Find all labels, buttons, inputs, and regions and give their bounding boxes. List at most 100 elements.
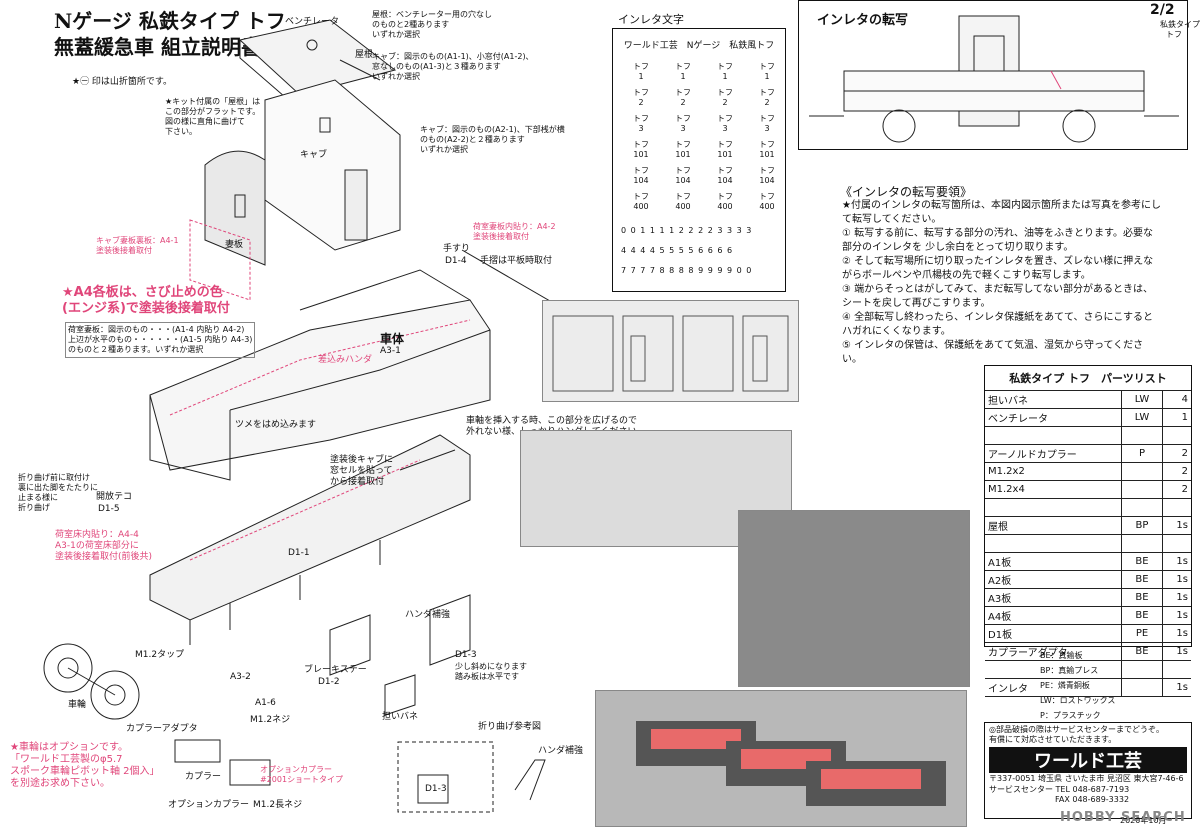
parts-code: BE bbox=[1121, 588, 1163, 607]
label-option-note: オプションカプラー #2001ショートタイプ bbox=[260, 765, 344, 784]
label-body-code: A3-1 bbox=[380, 346, 401, 356]
photo-underframe-closeup bbox=[738, 510, 970, 687]
parts-qty: 1 bbox=[1162, 408, 1191, 427]
parts-qty: 1s bbox=[1162, 642, 1191, 661]
parts-code: BE bbox=[1121, 606, 1163, 625]
inlet-cell: トフ 104 bbox=[759, 166, 775, 185]
parts-row bbox=[985, 498, 1191, 517]
inlet-cell: トフ 104 bbox=[717, 166, 733, 185]
note-a4-paint: ★A4各板は、さび止めの色 (エンジ系)で塗装後接着取付 bbox=[62, 285, 230, 316]
label-tsume: ツメをはめ込みます bbox=[235, 420, 317, 430]
parts-qty: 2 bbox=[1162, 444, 1191, 463]
parts-name: カプラーアダプタ bbox=[985, 642, 1122, 661]
parts-code: BE bbox=[1121, 552, 1163, 571]
label-handa-hokyo: ハンダ補強 bbox=[405, 610, 451, 620]
parts-code bbox=[1121, 462, 1163, 481]
inlet-cell: トフ 2 bbox=[759, 88, 775, 107]
parts-name: ベンチレータ bbox=[985, 408, 1122, 427]
parts-code bbox=[1121, 426, 1163, 445]
parts-qty: 1s bbox=[1162, 516, 1191, 535]
parts-name: A3板 bbox=[985, 588, 1122, 607]
note-cab2: キャブ：図示のもの(A2-1)、下部桟が横 のもの(A2-2)と２種あります い… bbox=[420, 125, 565, 154]
note-cab-tsuma: キャブ妻板裏板：A4-1 塗装後接着取付 bbox=[96, 236, 179, 255]
note-wheel-option: ★車輪はオプションです。 「ワールド工芸製のφ5.7 スポーク車輪ピボット軸 2… bbox=[10, 742, 160, 789]
parts-name: D1板 bbox=[985, 624, 1122, 643]
legend-item: BE：真鍮板 bbox=[1040, 651, 1083, 660]
label-d1-2: D1-2 bbox=[318, 677, 340, 687]
inlet-title: インレタ文字 bbox=[618, 13, 684, 26]
parts-name bbox=[985, 660, 1122, 679]
parts-name: アーノルドカプラー bbox=[985, 444, 1122, 463]
parts-qty: 1s bbox=[1162, 678, 1191, 697]
inlet-digits1: 0 0 1 1 1 1 2 2 2 2 3 3 3 3 bbox=[621, 226, 753, 235]
page-number: 2/2 bbox=[1150, 2, 1175, 18]
company-tel: サービスセンター TEL 048-687-7193 bbox=[989, 785, 1130, 794]
parts-qty: 1s bbox=[1162, 588, 1191, 607]
inlet-cell: トフ 3 bbox=[759, 114, 775, 133]
label-a3-2: A3-2 bbox=[230, 672, 251, 682]
inlet-cell: トフ 101 bbox=[717, 140, 733, 159]
label-kaiho-teko: 開放テコ bbox=[96, 492, 133, 502]
parts-qty: 4 bbox=[1162, 391, 1191, 409]
transfer-title: インレタの転写 bbox=[817, 13, 909, 28]
inlet-cell: トフ 1 bbox=[675, 62, 691, 81]
parts-row bbox=[985, 660, 1191, 679]
label-coupler-adapter: カプラーアダプタ bbox=[126, 724, 198, 734]
title-line2: 無蓋緩急車 組立説明書 bbox=[54, 35, 261, 59]
inlet-cell: トフ 2 bbox=[675, 88, 691, 107]
inlet-cell: トフ 3 bbox=[717, 114, 733, 133]
parts-qty: 2 bbox=[1162, 480, 1191, 499]
title-line1: Nゲージ 私鉄タイプ トフ bbox=[54, 9, 286, 33]
transfer-step-4: ④ 全部転写し終わったら、インレタ保護紙をあてて、さらにこするとハガれにくくなり… bbox=[842, 312, 1154, 337]
inlet-digits3: 7 7 7 7 8 8 8 8 9 9 9 9 0 0 bbox=[621, 266, 753, 275]
label-handa-hokyo2: ハンダ補強 bbox=[538, 746, 584, 756]
parts-code: BE bbox=[1121, 570, 1163, 589]
parts-name: 担いバネ bbox=[985, 391, 1122, 409]
parts-code: LW bbox=[1121, 391, 1163, 409]
label-roof: 屋根 bbox=[355, 50, 374, 60]
company-date: 2020年10月 bbox=[1120, 816, 1167, 825]
label-cab: キャブ bbox=[300, 150, 328, 160]
legend-item: PE：燐青銅板 bbox=[1040, 681, 1090, 690]
legend-item: LW：ロストワックス bbox=[1040, 696, 1116, 705]
transfer-step-5: ⑤ インレタの保管は、保護紙をあてて気温、湿気から守ってください。 bbox=[842, 340, 1144, 365]
label-d1-3b: D1-3 bbox=[425, 784, 447, 794]
inlet-cell: トフ 1 bbox=[759, 62, 775, 81]
company-fax: FAX 048-689-3332 bbox=[1055, 795, 1130, 804]
parts-code: BP bbox=[1121, 516, 1163, 535]
note-vent: 屋根：ベンチレーター用の穴なし のものと2種あります いずれか選択 bbox=[372, 10, 492, 39]
parts-name bbox=[985, 426, 1122, 445]
inlet-cell: トフ 2 bbox=[717, 88, 733, 107]
parts-qty: 1s bbox=[1162, 570, 1191, 589]
transfer-intro: ★付属のインレタの転写箇所は、本図内図示箇所または写真を参考にして転写してくださ… bbox=[842, 200, 1161, 225]
label-m12-long: M1.2長ネジ bbox=[253, 800, 303, 810]
label-handrail-note: 手摺は平板時取付 bbox=[480, 256, 553, 266]
page-title: Nゲージ 私鉄タイプ トフ 無蓋緩急車 組立説明書 bbox=[54, 8, 286, 60]
parts-code: P bbox=[1121, 444, 1163, 463]
label-d1-3: D1-3 bbox=[455, 650, 477, 660]
tofu-side-view bbox=[809, 15, 1179, 143]
parts-row bbox=[985, 426, 1191, 445]
fold-note: ★㊀ 印は山折箇所です。 bbox=[72, 77, 173, 87]
label-folding-ref: 折り曲げ参考図 bbox=[478, 722, 542, 732]
parts-qty: 2 bbox=[1162, 462, 1191, 481]
company-box: ◎部品破損の際はサービスセンターまでどうぞ。 有償にて対応させていただきます。 … bbox=[984, 722, 1192, 819]
label-d1-3-note: 少し斜めになります 踏み板は水平です bbox=[455, 662, 527, 681]
page-sub2: トフ bbox=[1166, 30, 1182, 39]
inlet-cell: トフ 1 bbox=[633, 62, 649, 81]
parts-code: LW bbox=[1121, 408, 1163, 427]
label-solder-in: 差込みハンダ bbox=[318, 355, 373, 365]
inlet-cell: トフ 104 bbox=[675, 166, 691, 185]
label-cab-after: 塗装後キャブに 窓セルを貼って から接着取付 bbox=[330, 455, 394, 487]
parts-name bbox=[985, 534, 1122, 553]
note-floor: 荷室床内貼り：A4-4 A3-1の荷室床部分に 塗装後接着取付(前後共) bbox=[55, 530, 153, 562]
label-d1-1: D1-1 bbox=[288, 548, 310, 558]
